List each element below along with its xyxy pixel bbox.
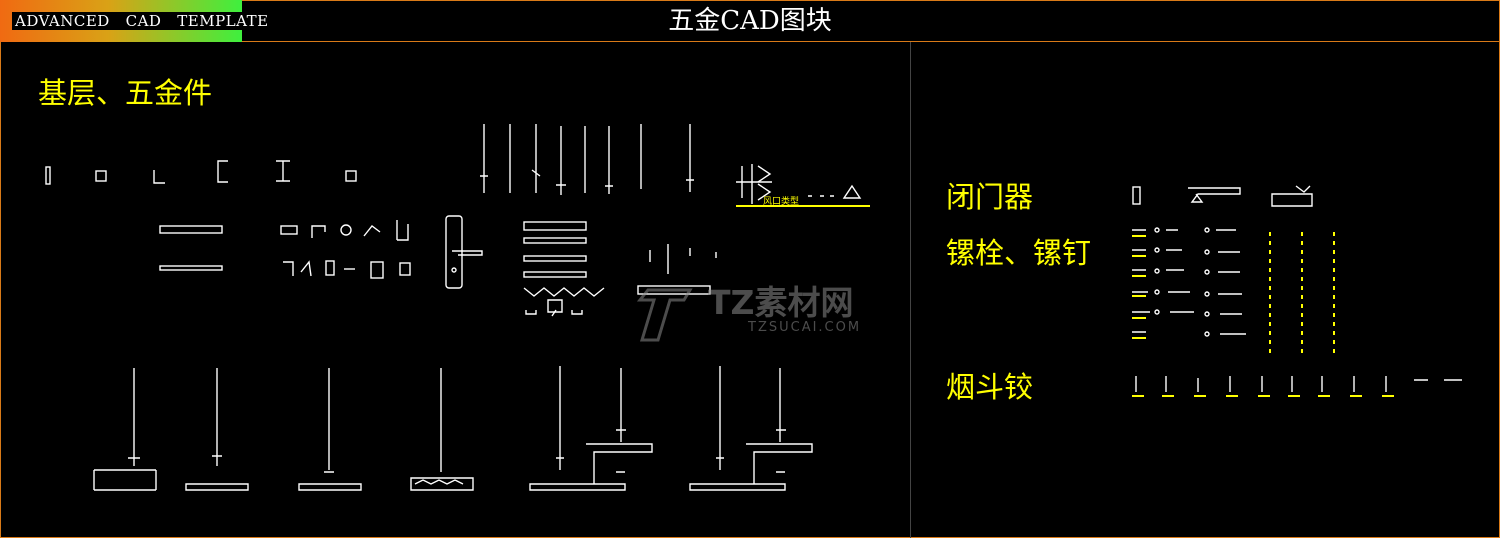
stacked-profiles xyxy=(523,221,605,317)
panel-divider xyxy=(910,42,911,538)
title-bar: ADVANCED CAD TEMPLATE 五金CAD图块 xyxy=(0,0,1500,42)
ceiling-hanger-6 xyxy=(689,366,813,491)
profile-angle xyxy=(153,170,165,184)
chimney-hinge-drawings xyxy=(1135,376,1462,392)
profile-flat-bar xyxy=(45,166,51,185)
door-lock xyxy=(445,215,483,289)
plate-thin xyxy=(159,265,223,271)
section-label-chimney-hinge: 烟斗铰 xyxy=(946,370,1034,404)
ceiling-hanger-3 xyxy=(298,368,362,491)
section-label-bolts-nails: 镙栓、镙钉 xyxy=(946,236,1092,270)
profile-square-tube xyxy=(95,170,107,182)
vent-detail xyxy=(736,164,862,204)
ceiling-hanger-5 xyxy=(529,366,653,491)
watermark-brand: TZ素材网 xyxy=(708,283,854,322)
hardware-cluster-row-2 xyxy=(283,260,411,279)
profile-small-square xyxy=(345,170,357,182)
section-label-base-hardware: 基层、五金件 xyxy=(38,76,213,110)
rail-detail xyxy=(637,244,717,295)
template-logo-text: ADVANCED CAD TEMPLATE xyxy=(12,12,272,30)
profile-channel xyxy=(217,160,228,183)
suspension-rods xyxy=(480,124,694,195)
ceiling-hanger-4 xyxy=(410,368,474,491)
bolt-yellow-notes xyxy=(1132,232,1335,356)
ceiling-hanger-2 xyxy=(185,368,249,491)
template-logo-badge: ADVANCED CAD TEMPLATE xyxy=(0,0,272,42)
section-label-door-closer: 闭门器 xyxy=(946,180,1034,214)
door-closer-drawings xyxy=(1132,185,1313,207)
plate-thick xyxy=(159,225,223,234)
profile-i-beam xyxy=(276,160,290,182)
watermark-url: TZSUCAI.COM xyxy=(748,320,862,335)
watermark: TZ素材网 TZSUCAI.COM xyxy=(628,270,888,350)
ceiling-hanger-1 xyxy=(93,368,157,491)
page-title: 五金CAD图块 xyxy=(668,6,832,36)
watermark-logo-icon xyxy=(636,288,693,342)
hardware-cluster-row-1 xyxy=(280,220,409,241)
vent-type-label: 风口类型 xyxy=(763,197,800,207)
bolts-nails-drawings xyxy=(1132,227,1246,337)
